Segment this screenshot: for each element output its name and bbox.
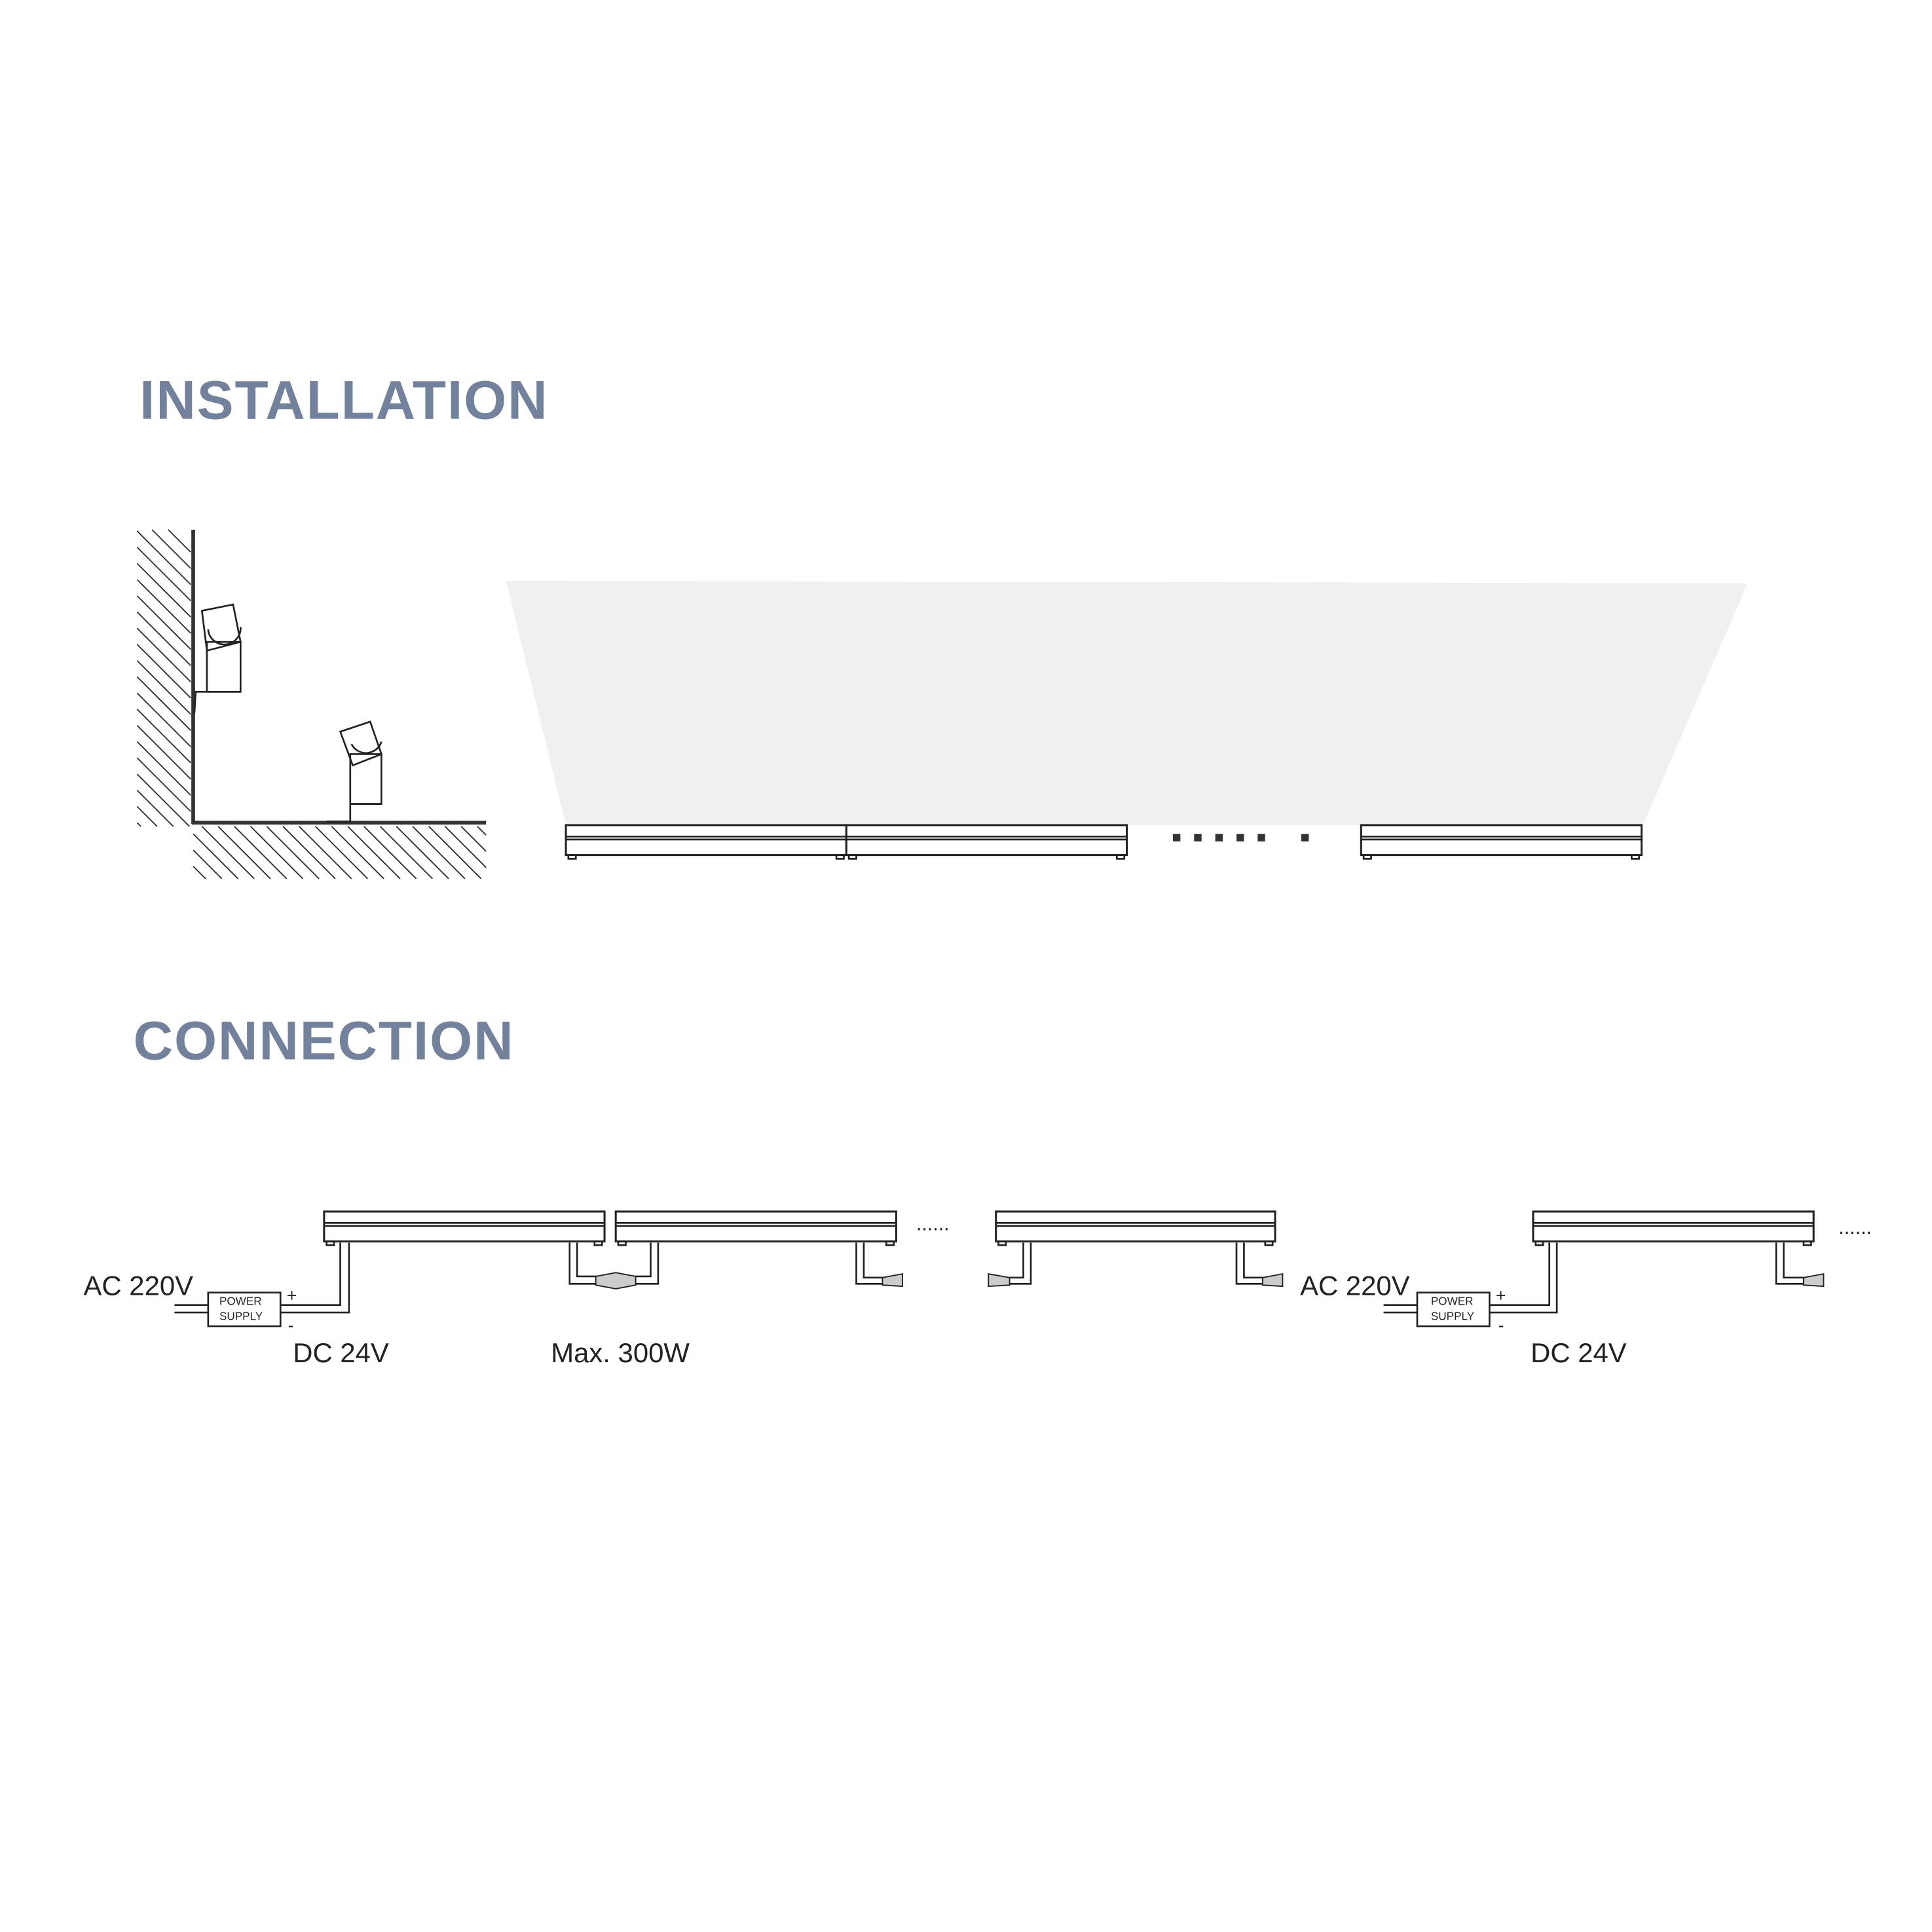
light-beam (506, 580, 1748, 825)
end-plug-icon (1803, 1273, 1825, 1288)
installation-light-bars (565, 824, 1643, 860)
light-bar (1360, 824, 1643, 860)
ac-voltage-label: AC 220V (84, 1270, 194, 1301)
power-supply-box (1416, 1291, 1491, 1328)
floor-mounted-fixture (326, 720, 383, 823)
plus-terminal: + (1496, 1286, 1506, 1305)
light-bar (614, 1210, 897, 1246)
light-bar (323, 1210, 606, 1246)
light-bar (995, 1210, 1276, 1246)
light-bar (565, 824, 847, 860)
corner-installation-illustration (136, 529, 487, 880)
connector-icon (595, 1272, 637, 1290)
installation-title: INSTALLATION (139, 369, 548, 430)
wall-mounted-fixture (193, 603, 242, 713)
connection-title: CONNECTION (134, 1010, 515, 1071)
dc-voltage-label: DC 24V (1531, 1337, 1627, 1368)
power-supply-label: POWER (219, 1295, 262, 1308)
power-supply-label: SUPPLY (219, 1310, 263, 1323)
minus-terminal: - (288, 1316, 294, 1335)
continuation-ellipsis: ...... (1838, 1216, 1872, 1238)
dc-voltage-label: DC 24V (293, 1337, 389, 1368)
end-plug-icon (988, 1273, 1011, 1288)
end-plug-icon (882, 1273, 903, 1288)
continuation-ellipsis: ...... (916, 1212, 950, 1235)
light-bar (845, 824, 1128, 860)
power-supply-label: POWER (1431, 1295, 1474, 1308)
connection-light-bars (323, 1210, 1815, 1246)
floor-hatching (193, 826, 487, 880)
minus-terminal: - (1498, 1316, 1504, 1335)
power-supply-label: SUPPLY (1431, 1310, 1475, 1323)
plus-terminal: + (287, 1286, 297, 1305)
light-bar (1532, 1210, 1815, 1246)
power-supply-box (207, 1291, 282, 1328)
wall-hatching (136, 529, 191, 827)
max-power-label: Max. 300W (551, 1337, 690, 1368)
end-plug-icon (1262, 1273, 1284, 1288)
continuation-dots (1172, 834, 1309, 842)
connection-group-2: AC 220V POWER SUPPLY + - DC 24V ...... (1300, 1216, 1872, 1368)
ac-voltage-label: AC 220V (1300, 1270, 1410, 1301)
connection-group-1: AC 220V POWER SUPPLY + - DC 24V Max. 300… (84, 1212, 1284, 1368)
